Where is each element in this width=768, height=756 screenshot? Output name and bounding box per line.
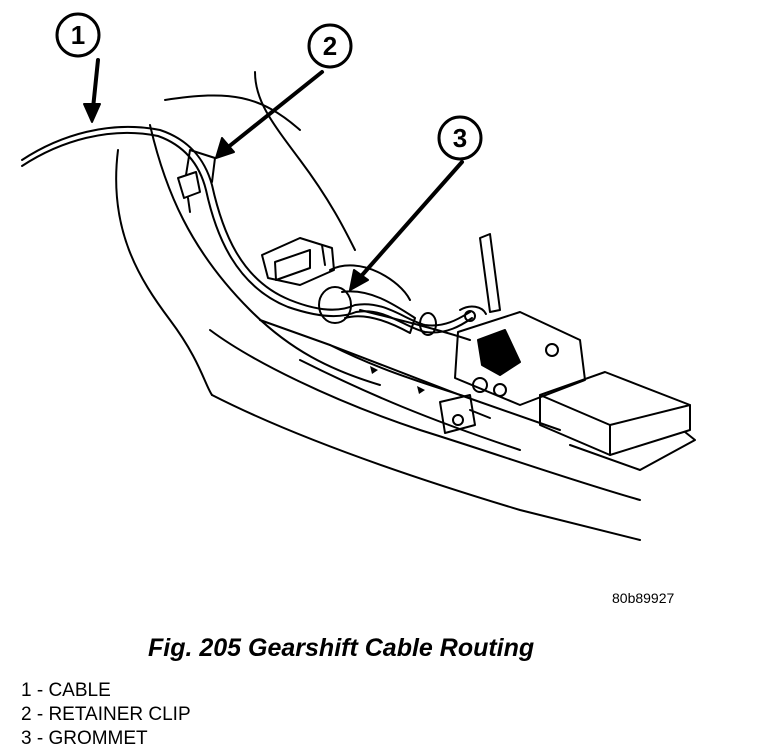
callout-1-number: 1 — [71, 20, 85, 50]
legend-item: 2 - RETAINER CLIP — [21, 704, 191, 725]
legend-item: 1 - CABLE — [21, 680, 111, 701]
callout-2-number: 2 — [323, 31, 337, 61]
gearshift-cable-illustration: 1 2 3 — [21, 12, 696, 541]
retainer-clip — [177, 149, 216, 213]
grommet — [318, 286, 437, 336]
callout-2: 2 — [307, 23, 353, 69]
leader-lines — [83, 58, 464, 291]
cable — [21, 125, 473, 334]
legend-item: 3 - GROMMET — [21, 728, 148, 749]
console-body — [115, 71, 641, 541]
callout-3-number: 3 — [453, 123, 467, 153]
mounting-bracket — [261, 237, 335, 286]
lower-clip — [439, 394, 491, 434]
figure-caption: Fig. 205 Gearshift Cable Routing — [148, 634, 535, 662]
routing-arrows — [370, 366, 425, 394]
legend: 1 - CABLE 2 - RETAINER CLIP 3 - GROMMET — [21, 679, 191, 751]
shifter-assembly — [454, 233, 586, 406]
image-code: 80b89927 — [612, 590, 675, 606]
control-module — [539, 371, 696, 471]
callout-3: 3 — [437, 115, 483, 161]
callout-1: 1 — [55, 12, 101, 58]
